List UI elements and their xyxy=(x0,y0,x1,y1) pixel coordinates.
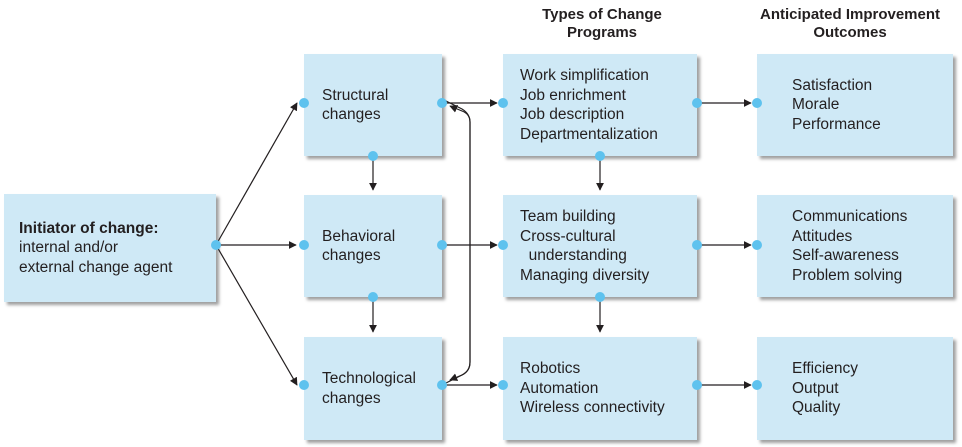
program-item: Cross-cultural xyxy=(520,227,616,245)
connector-dot xyxy=(498,380,508,390)
box-line: Technological xyxy=(322,370,416,387)
behavioral-programs-box: Team building Cross-cultural understandi… xyxy=(503,195,697,297)
outcome-item: Performance xyxy=(792,115,881,133)
outcome-item: Output xyxy=(792,379,839,397)
behavioral-changes-box: Behavioral changes xyxy=(304,195,442,297)
connector-dot xyxy=(368,151,378,161)
connector-dot xyxy=(437,240,447,250)
structural-outcomes-box: Satisfaction Morale Performance xyxy=(757,54,953,156)
arrow-initiator-to-technological xyxy=(215,244,298,386)
outcome-item: Communications xyxy=(792,208,908,225)
box-line: changes xyxy=(322,106,381,123)
outcome-item: Efficiency xyxy=(792,360,859,378)
box-line: Behavioral xyxy=(322,227,396,245)
box-line: changes xyxy=(322,389,381,407)
program-item: Team building xyxy=(520,208,616,225)
program-item: Robotics xyxy=(520,360,581,378)
program-item: Job enrichment xyxy=(520,86,626,104)
technological-outcomes-box: Efficiency Output Quality xyxy=(757,337,953,440)
programs-header: Types of Change Programs xyxy=(542,6,662,41)
arrow-initiator-to-structural xyxy=(215,102,298,246)
box-line: changes xyxy=(322,247,381,264)
connector-dot xyxy=(692,380,702,390)
connector-dot xyxy=(692,240,702,250)
program-item: Wireless connectivity xyxy=(520,399,665,417)
connector-dot xyxy=(498,98,508,108)
structural-changes-box: Structural changes xyxy=(304,54,442,156)
connector-dot xyxy=(692,98,702,108)
connector-dot xyxy=(211,240,221,250)
connector-dot xyxy=(752,240,762,250)
connector-dot xyxy=(752,380,762,390)
structural-programs-box: Work simplification Job enrichment Job d… xyxy=(503,54,697,156)
outcome-item: Problem solving xyxy=(792,266,903,284)
connector-dot xyxy=(437,98,447,108)
outcome-item: Morale xyxy=(792,96,840,114)
connector-dot xyxy=(299,98,309,108)
technological-programs-box: Robotics Automation Wireless connectivit… xyxy=(503,337,697,440)
connector-dot xyxy=(752,98,762,108)
initiator-line: internal and/or xyxy=(19,239,119,257)
program-item: Work simplification xyxy=(520,67,649,84)
connector-dot xyxy=(498,240,508,250)
connector-dot xyxy=(299,380,309,390)
outcome-item: Attitudes xyxy=(792,227,853,245)
program-item: Automation xyxy=(520,379,599,397)
outcome-item: Self-awareness xyxy=(792,247,899,264)
connector-dot xyxy=(595,292,605,302)
initiator-box: Initiator of change: internal and/or ext… xyxy=(4,194,216,302)
program-item: Job description xyxy=(520,106,625,123)
connector-dot xyxy=(299,240,309,250)
initiator-line: external change agent xyxy=(19,258,173,276)
outcome-item: Quality xyxy=(792,399,841,417)
outcome-item: Satisfaction xyxy=(792,76,873,94)
behavioral-outcomes-box: Communications Attitudes Self-awareness … xyxy=(757,195,953,297)
initiator-title: Initiator of change: xyxy=(19,219,159,237)
program-item: Managing diversity xyxy=(520,266,650,284)
connector-dot xyxy=(595,151,605,161)
connector-dot xyxy=(368,292,378,302)
outcomes-header: Anticipated Improvement Outcomes xyxy=(759,6,941,41)
box-line: Structural xyxy=(322,86,389,104)
connector-dot xyxy=(437,380,447,390)
technological-changes-box: Technological changes xyxy=(304,337,442,440)
loop-structural-to-technological xyxy=(443,99,471,381)
program-item: Departmentalization xyxy=(520,125,658,143)
program-item: understanding xyxy=(520,247,627,264)
